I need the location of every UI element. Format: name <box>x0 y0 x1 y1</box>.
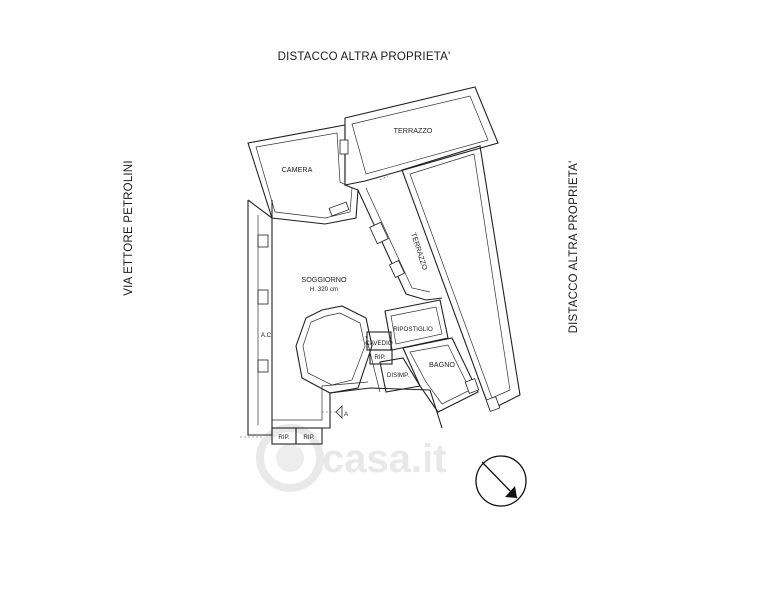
room-label-disimp: DISIMP. <box>387 372 410 379</box>
watermark-text: casa.it <box>322 437 447 481</box>
room-label-bagno: BAGNO <box>429 360 455 369</box>
room-label-rip-small: RIP. <box>374 354 386 361</box>
top-boundary-label: DISTACCO ALTRA PROPRIETA' <box>278 51 451 63</box>
room-label-rip-bottom-2: RIP. <box>303 434 315 441</box>
interior-walls <box>295 187 479 429</box>
street-label: VIA ETTORE PETROLINI <box>123 160 135 295</box>
room-label-camera: CAMERA <box>282 165 313 174</box>
right-boundary-label: DISTACCO ALTRA PROPRIETA' <box>568 161 580 334</box>
room-height-soggiorno: H. 320 cm <box>310 286 338 293</box>
room-label-ac: A.C <box>261 332 272 339</box>
openings <box>240 139 501 438</box>
watermark-logo: casa.it <box>256 424 447 492</box>
room-label-cavedio: CAVEDIO <box>365 340 393 347</box>
section-marker-label: A <box>344 411 349 418</box>
outer-walls <box>247 86 521 445</box>
room-label-rip-bottom-1: RIP. <box>278 434 290 441</box>
room-label-soggiorno: SOGGIORNO <box>301 275 347 284</box>
room-label-terrazzo-top: TERRAZZO <box>394 126 433 135</box>
section-marker: A <box>335 405 349 419</box>
north-arrow-icon <box>475 455 527 507</box>
room-label-ripostiglio: RIPOSTIGLIO <box>393 326 433 333</box>
